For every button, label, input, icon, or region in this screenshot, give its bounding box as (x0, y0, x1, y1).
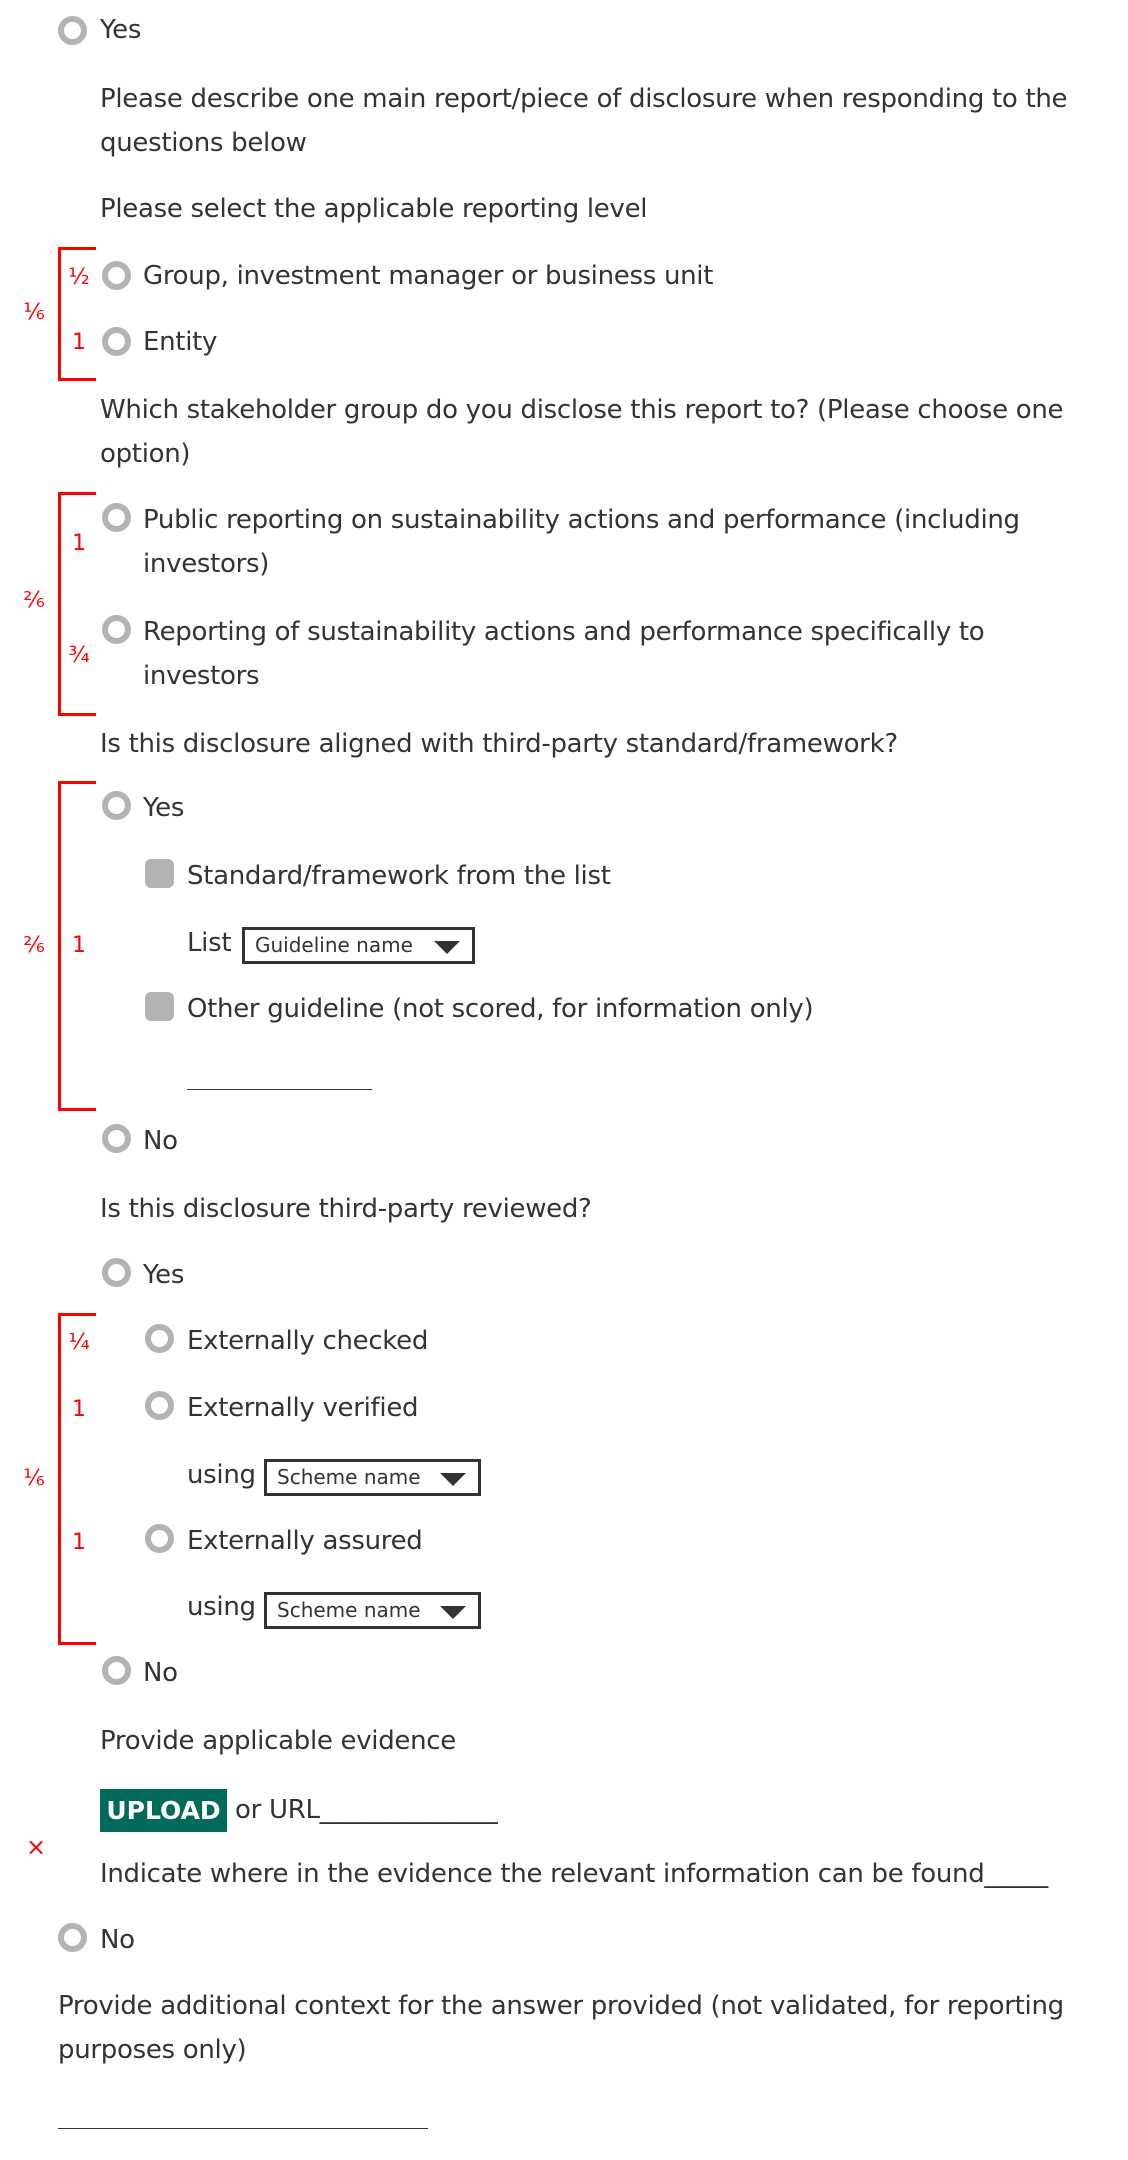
reviewed-prompt: Is this disclosure third-party reviewed? (100, 1194, 592, 1224)
group-radio[interactable] (102, 261, 131, 290)
context-prompt: Provide additional context for the answe… (58, 1991, 1064, 2065)
verified-scheme-dropdown[interactable]: Scheme name (264, 1459, 481, 1496)
scheme-dropdown-value: Scheme name (277, 1465, 421, 1489)
option-score: ½ (68, 265, 90, 290)
error-x-icon: × (26, 1833, 47, 1861)
group-score: ⅙ (23, 300, 45, 325)
group-score: ⅙ (23, 1466, 45, 1491)
score-bracket (58, 247, 96, 381)
using-label: using (187, 1592, 256, 1622)
entity-radio[interactable] (102, 327, 131, 356)
evidence-location-input[interactable]: Indicate where in the evidence the relev… (100, 1859, 1048, 1889)
other-guideline-label: Other guideline (not scored, for informa… (187, 994, 814, 1024)
stakeholder-prompt: Which stakeholder group do you disclose … (100, 395, 1064, 469)
group-score: ²⁄₆ (23, 933, 45, 958)
option-score: 1 (72, 330, 86, 355)
score-bracket (58, 781, 96, 1111)
group-label: Group, investment manager or business un… (143, 261, 714, 291)
yes-label: Yes (100, 15, 142, 45)
yes-radio[interactable] (58, 16, 87, 45)
url-input[interactable]: or URL______________ (235, 1795, 498, 1825)
list-label: List (187, 928, 232, 958)
no-radio[interactable] (58, 1923, 87, 1952)
score-bracket (58, 1313, 96, 1645)
option-score: 1 (72, 531, 86, 556)
reviewed-no-radio[interactable] (102, 1656, 131, 1685)
externally-checked-label: Externally checked (187, 1326, 429, 1356)
option-score: 1 (72, 933, 86, 958)
investor-reporting-radio[interactable] (102, 615, 131, 644)
aligned-yes-label: Yes (143, 793, 185, 823)
describe-instruction: Please describe one main report/piece of… (100, 84, 1068, 158)
public-reporting-radio[interactable] (102, 503, 131, 532)
public-reporting-label: Public reporting on sustainability actio… (143, 505, 1020, 579)
using-label: using (187, 1460, 256, 1490)
aligned-no-label: No (143, 1126, 178, 1156)
assured-scheme-dropdown[interactable]: Scheme name (264, 1592, 481, 1629)
externally-verified-label: Externally verified (187, 1393, 419, 1423)
option-score: 1 (72, 1397, 86, 1422)
reviewed-yes-label: Yes (143, 1260, 185, 1290)
externally-verified-radio[interactable] (145, 1391, 174, 1420)
reviewed-yes-radio[interactable] (102, 1258, 131, 1287)
reviewed-no-label: No (143, 1658, 178, 1688)
scheme-dropdown-value: Scheme name (277, 1598, 421, 1622)
entity-label: Entity (143, 327, 218, 357)
caret-down-icon (440, 1473, 466, 1486)
other-guideline-input[interactable] (187, 1089, 372, 1090)
aligned-no-radio[interactable] (102, 1124, 131, 1153)
option-score: ¼ (68, 1330, 90, 1355)
standard-framework-checkbox[interactable] (145, 859, 174, 888)
standard-framework-label: Standard/framework from the list (187, 861, 611, 891)
caret-down-icon (434, 941, 460, 954)
externally-checked-radio[interactable] (145, 1324, 174, 1353)
externally-assured-label: Externally assured (187, 1526, 423, 1556)
reporting-level-prompt: Please select the applicable reporting l… (100, 194, 648, 224)
upload-button[interactable]: UPLOAD (100, 1789, 227, 1832)
option-score: 1 (72, 1530, 86, 1555)
other-guideline-checkbox[interactable] (145, 992, 174, 1021)
score-bracket (58, 492, 96, 716)
externally-assured-radio[interactable] (145, 1524, 174, 1553)
guideline-dropdown[interactable]: Guideline name (242, 927, 475, 964)
context-input[interactable] (58, 2128, 428, 2129)
caret-down-icon (440, 1606, 466, 1619)
guideline-dropdown-value: Guideline name (255, 933, 413, 957)
evidence-prompt: Provide applicable evidence (100, 1726, 457, 1756)
group-score: ²⁄₆ (23, 588, 45, 613)
no-label: No (100, 1925, 135, 1955)
aligned-prompt: Is this disclosure aligned with third-pa… (100, 729, 898, 759)
investor-reporting-label: Reporting of sustainability actions and … (143, 617, 985, 691)
option-score: ¾ (68, 643, 90, 668)
aligned-yes-radio[interactable] (102, 791, 131, 820)
